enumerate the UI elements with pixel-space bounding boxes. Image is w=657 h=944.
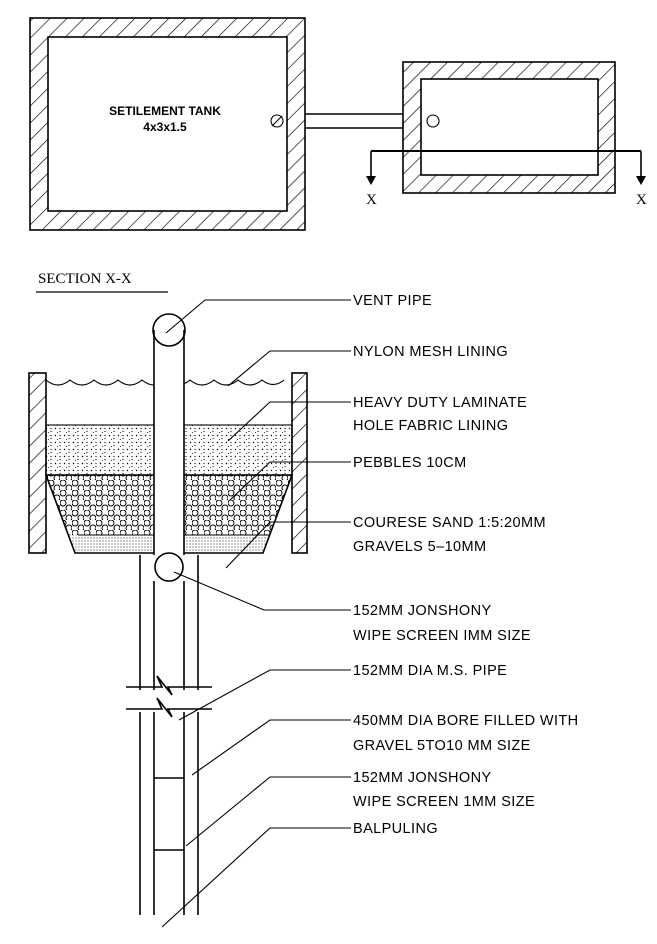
connecting-pipe — [305, 113, 403, 129]
inlet-pipe-icon — [426, 114, 440, 128]
label-screen-bot-line2: WIPE SCREEN 1MM SIZE — [353, 794, 535, 810]
screen-joint-icon — [154, 552, 184, 582]
section-labels: VENT PIPE NYLON MESH LINING HEAVY DUTY L… — [353, 293, 579, 837]
label-bore-line2: GRAVEL 5TO10 MM SIZE — [353, 738, 531, 754]
section-mark-left: X — [366, 192, 377, 208]
outlet-pipe-icon — [270, 114, 284, 128]
tank-label-name: SETILEMENT TANK — [109, 104, 221, 118]
section-cut-line: X X — [366, 150, 647, 208]
label-sand-line1: COURESE SAND 1:5:20MM — [353, 515, 546, 531]
label-screen-top-line2: WIPE SCREEN IMM SIZE — [353, 628, 531, 644]
section-title-group: SECTION X-X — [36, 271, 168, 293]
tank-label-size: 4x3x1.5 — [143, 120, 187, 134]
label-sand-line2: GRAVELS 5–10MM — [353, 539, 486, 555]
vent-pipe-assembly — [152, 313, 186, 582]
arrow-down-icon — [366, 176, 376, 185]
bore-shaft — [126, 555, 212, 915]
label-screen-top-line1: 152MM JONSHONY — [353, 603, 492, 619]
label-pebbles: PEBBLES 10CM — [353, 455, 467, 471]
label-laminate-line1: HEAVY DUTY LAMINATE — [353, 395, 527, 411]
settlement-tank-plan: SETILEMENT TANK 4x3x1.5 — [29, 17, 306, 231]
recharge-pit-plan — [402, 61, 616, 194]
label-ms-pipe: 152MM DIA M.S. PIPE — [353, 663, 507, 679]
leader-lines — [161, 299, 351, 928]
label-bore-line1: 450MM DIA BORE FILLED WITH — [353, 713, 579, 729]
section-mark-right: X — [636, 192, 647, 208]
label-balpuling: BALPULING — [353, 821, 438, 837]
label-laminate-line2: HOLE FABRIC LINING — [353, 418, 508, 434]
vent-pipe-cap-icon — [152, 313, 186, 347]
label-nylon-mesh: NYLON MESH LINING — [353, 344, 508, 360]
arrow-down-icon — [636, 176, 646, 185]
section-title: SECTION X-X — [38, 271, 132, 287]
label-vent-pipe: VENT PIPE — [353, 293, 432, 309]
label-screen-bot-line1: 152MM JONSHONY — [353, 770, 492, 786]
